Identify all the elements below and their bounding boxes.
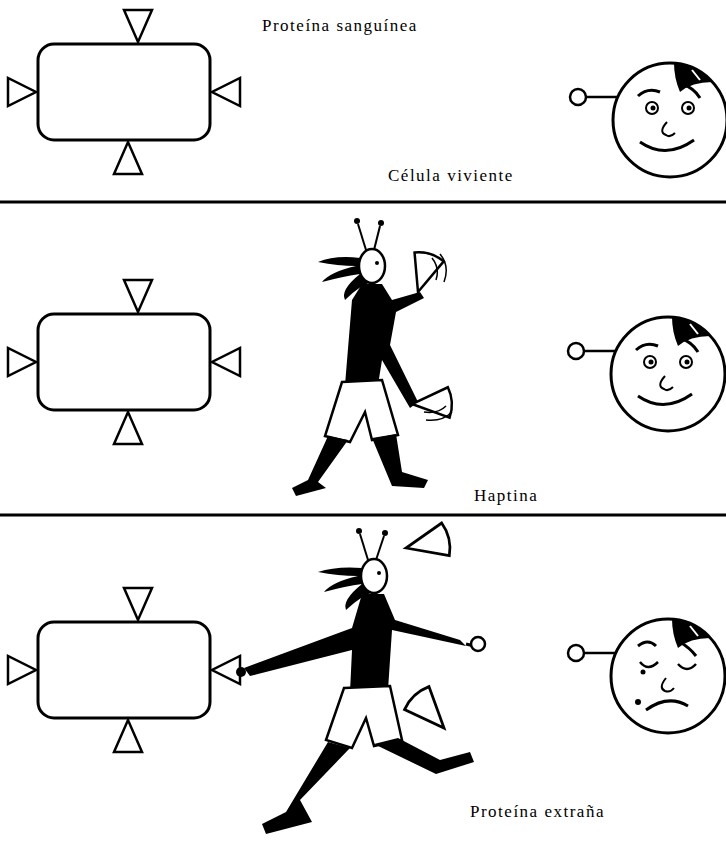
foreign-protein-label: Proteína extraña bbox=[470, 802, 605, 822]
protein-shape bbox=[8, 10, 240, 174]
haptin-label: Haptina bbox=[474, 486, 538, 506]
cell-face bbox=[570, 63, 726, 177]
haptin-figure bbox=[292, 218, 459, 496]
separator bbox=[0, 514, 726, 517]
cell-face bbox=[568, 317, 725, 431]
separator bbox=[0, 201, 726, 204]
cell-label: Célula viviente bbox=[388, 166, 514, 186]
protein-shape bbox=[8, 280, 240, 444]
protein-label: Proteína sanguínea bbox=[262, 16, 418, 36]
protein-shape bbox=[8, 588, 240, 752]
cell-face bbox=[568, 619, 725, 733]
haptin-figure bbox=[236, 518, 485, 834]
